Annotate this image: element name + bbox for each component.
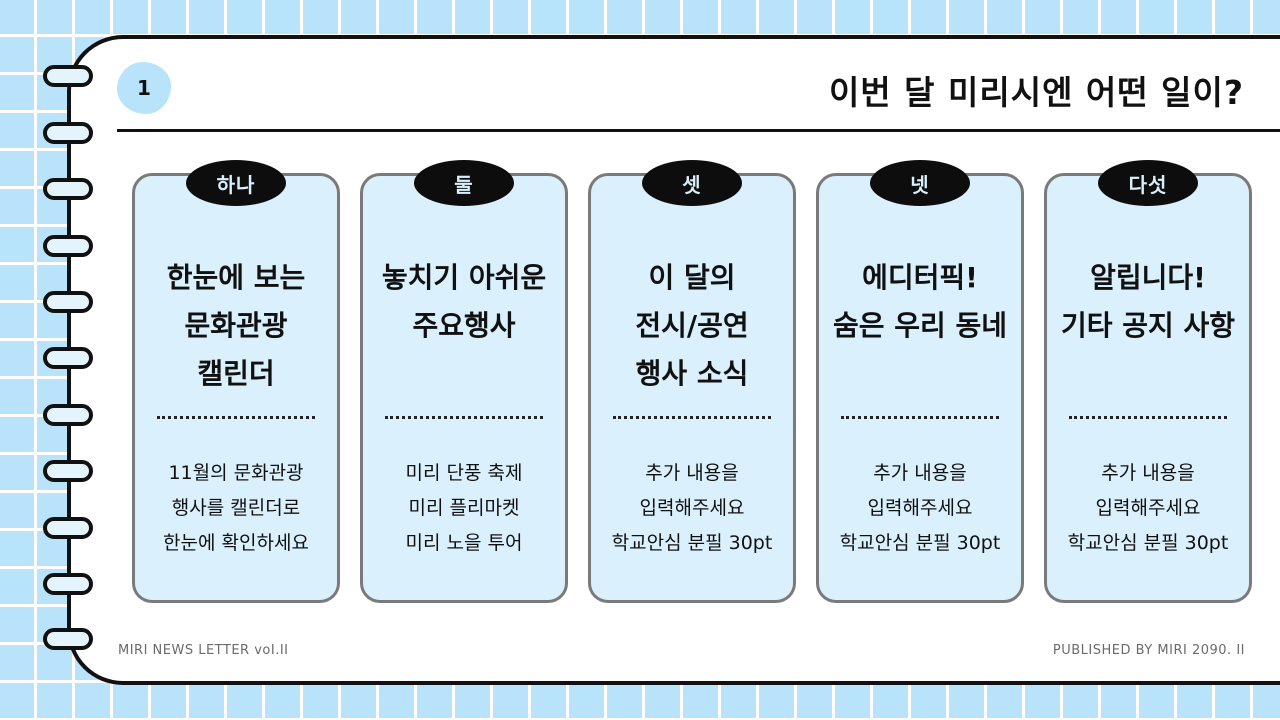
card-body: 추가 내용을 입력해주세요 학교안심 분필 30pt	[839, 462, 1001, 554]
card-title: 한눈에 보는 문화관광 캘린더	[166, 261, 306, 390]
footer-left: MIRI NEWS LETTER voI.II	[118, 643, 289, 658]
spiral-ring-icon	[43, 347, 93, 369]
card-4: 넷 에디터픽! 숨은 우리 동네 추가 내용을 입력해주세요 학교안심 분필 3…	[816, 160, 1024, 603]
card-title: 에디터픽! 숨은 우리 동네	[832, 261, 1008, 342]
spiral-ring-icon	[43, 235, 93, 257]
spiral-ring-icon	[43, 573, 93, 595]
card-body: 미리 단풍 축제 미리 플리마켓 미리 노을 투어	[405, 462, 523, 554]
card-1: 하나 한눈에 보는 문화관광 캘린더 11월의 문화관광 행사를 캘린더로 한눈…	[132, 160, 340, 603]
spiral-ring-icon	[43, 460, 93, 482]
dotted-divider	[841, 416, 999, 419]
card-5: 다섯 알립니다! 기타 공지 사항 추가 내용을 입력해주세요 학교안심 분필 …	[1044, 160, 1252, 603]
dotted-divider	[613, 416, 771, 419]
card-3: 셋 이 달의 전시/공연 행사 소식 추가 내용을 입력해주세요 학교안심 분필…	[588, 160, 796, 603]
dotted-divider	[385, 416, 543, 419]
card-2: 둘 놓치기 아쉬운 주요행사 미리 단풍 축제 미리 플리마켓 미리 노을 투어	[360, 160, 568, 603]
title-divider	[117, 129, 1280, 132]
card-title: 이 달의 전시/공연 행사 소식	[635, 261, 749, 390]
spiral-ring-icon	[43, 178, 93, 200]
spiral-ring-icon	[43, 404, 93, 426]
spiral-ring-icon	[43, 122, 93, 144]
card-tag: 하나	[186, 160, 286, 206]
card-body: 추가 내용을 입력해주세요 학교안심 분필 30pt	[611, 462, 773, 554]
page-title: 이번 달 미리시엔 어떤 일이?	[828, 73, 1244, 112]
dotted-divider	[1069, 416, 1227, 419]
card-tag: 다섯	[1098, 160, 1198, 206]
card-tag: 셋	[642, 160, 742, 206]
spiral-ring-icon	[43, 517, 93, 539]
dotted-divider	[157, 416, 315, 419]
card-title: 놓치기 아쉬운 주요행사	[381, 261, 547, 342]
card-body: 11월의 문화관광 행사를 캘린더로 한눈에 확인하세요	[163, 462, 309, 554]
card-title: 알립니다! 기타 공지 사항	[1060, 261, 1236, 342]
card-tag: 둘	[414, 160, 514, 206]
spiral-ring-icon	[43, 628, 93, 650]
card-body: 추가 내용을 입력해주세요 학교안심 분필 30pt	[1067, 462, 1229, 554]
spiral-ring-icon	[43, 65, 93, 87]
spiral-ring-icon	[43, 291, 93, 313]
card-tag: 넷	[870, 160, 970, 206]
page-number-badge: 1	[117, 62, 171, 114]
footer-right: PUBLISHED BY MIRI 2090. II	[1052, 643, 1245, 658]
